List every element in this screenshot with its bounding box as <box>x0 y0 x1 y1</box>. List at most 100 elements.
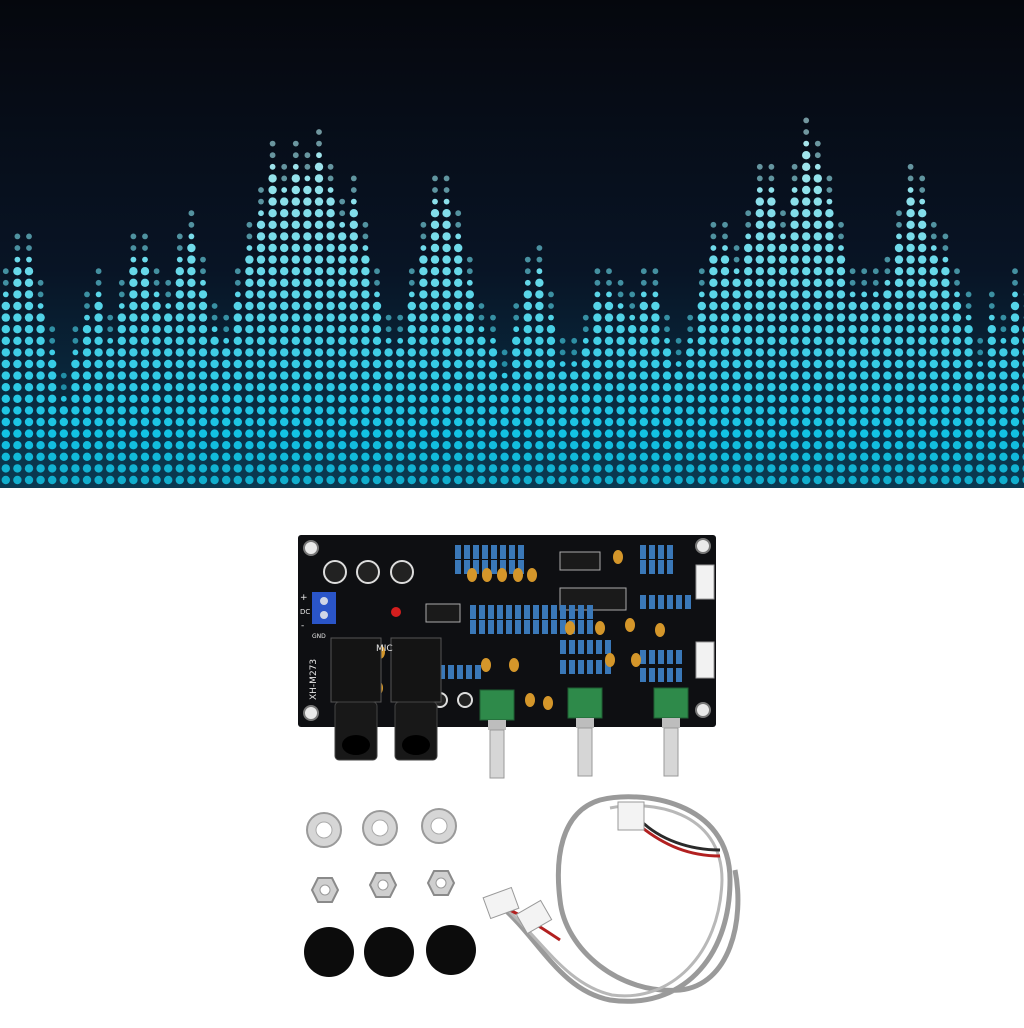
spectrum-dot <box>13 360 21 368</box>
spectrum-dot <box>605 418 613 426</box>
spectrum-dot <box>953 476 961 484</box>
potentiometer-1[interactable] <box>480 690 514 778</box>
spectrum-dot <box>373 476 381 484</box>
spectrum-dot <box>1011 441 1019 449</box>
knob-cap-icon <box>304 927 354 977</box>
spectrum-dot <box>409 280 415 286</box>
spectrum-dot <box>118 325 126 333</box>
spectrum-dot <box>187 302 195 310</box>
spectrum-dot <box>767 383 775 391</box>
spectrum-dot <box>686 429 694 437</box>
potentiometer-2[interactable] <box>568 688 602 776</box>
spectrum-dot <box>36 395 44 403</box>
spectrum-dot <box>872 476 880 484</box>
spectrum-dot <box>489 464 497 472</box>
spectrum-dot <box>119 303 125 309</box>
spectrum-dot <box>466 383 474 391</box>
spectrum-dot <box>744 418 752 426</box>
spectrum-dot <box>790 197 798 205</box>
spectrum-dot <box>802 267 810 275</box>
potentiometer-3[interactable] <box>654 688 688 776</box>
spectrum-dot <box>560 350 566 356</box>
spectrum-dot <box>71 418 79 426</box>
spectrum-dot <box>199 429 207 437</box>
spectrum-dot <box>605 383 613 391</box>
spectrum-dot <box>303 302 311 310</box>
spectrum-dot <box>745 210 751 216</box>
spectrum-dot <box>906 337 914 345</box>
spectrum-dot <box>547 453 555 461</box>
spectrum-dot <box>931 222 937 228</box>
spectrum-dot <box>698 395 706 403</box>
spectrum-dot <box>779 313 787 321</box>
spectrum-dot <box>165 292 171 298</box>
capacitor-icon <box>595 621 605 635</box>
spectrum-dot <box>558 453 566 461</box>
spectrum-dot <box>803 129 809 135</box>
spectrum-dot <box>351 199 357 205</box>
spectrum-dot <box>71 406 79 414</box>
spectrum-dot <box>96 292 102 298</box>
spectrum-dot <box>141 383 149 391</box>
spectrum-dot <box>756 360 764 368</box>
spectrum-dot <box>825 383 833 391</box>
spectrum-dot <box>593 302 601 310</box>
spectrum-dot <box>25 290 33 298</box>
spectrum-dot <box>628 429 636 437</box>
spectrum-dot <box>339 199 345 205</box>
spectrum-dot <box>525 257 531 263</box>
spectrum-dot <box>512 464 520 472</box>
spectrum-dot <box>2 348 10 356</box>
capacitor-icon <box>482 568 492 582</box>
spectrum-dot <box>895 255 903 263</box>
spectrum-dot <box>257 337 265 345</box>
spectrum-dot <box>953 453 961 461</box>
spectrum-dot <box>895 244 903 252</box>
spectrum-dot <box>547 348 555 356</box>
spectrum-dot <box>431 371 439 379</box>
spectrum-dot <box>164 360 172 368</box>
spectrum-dot <box>930 383 938 391</box>
spectrum-dot <box>25 371 33 379</box>
spectrum-dot <box>419 464 427 472</box>
spectrum-dot <box>292 302 300 310</box>
spectrum-dot <box>13 279 21 287</box>
spectrum-dot <box>442 244 450 252</box>
spectrum-dot <box>419 383 427 391</box>
spectrum-dot <box>906 453 914 461</box>
spectrum-dot <box>187 429 195 437</box>
spectrum-dot <box>419 290 427 298</box>
spectrum-dot <box>837 279 845 287</box>
spectrum-dot <box>873 280 879 286</box>
spectrum-dot <box>303 453 311 461</box>
pot-body-icon <box>654 688 688 718</box>
spectrum-dot <box>408 383 416 391</box>
spectrum-dot <box>930 464 938 472</box>
spectrum-dot <box>431 244 439 252</box>
spectrum-dot <box>767 279 775 287</box>
spectrum-dot <box>490 326 496 332</box>
spectrum-dot <box>931 234 937 240</box>
spectrum-dot <box>918 348 926 356</box>
spectrum-dot <box>2 371 10 379</box>
spectrum-dot <box>454 302 462 310</box>
spectrum-dot <box>25 279 33 287</box>
spectrum-dot <box>303 464 311 472</box>
spectrum-dot <box>502 361 508 367</box>
spectrum-dot <box>235 292 241 298</box>
jack-opening-icon <box>342 735 370 755</box>
spectrum-dot <box>257 476 265 484</box>
mic-label: MIC <box>376 644 393 654</box>
spectrum-dot <box>709 267 717 275</box>
spectrum-dot <box>326 395 334 403</box>
spectrum-dot <box>13 302 21 310</box>
spectrum-dot <box>524 290 532 298</box>
spectrum-dot <box>756 325 764 333</box>
spectrum-dot <box>744 302 752 310</box>
spectrum-dot <box>941 348 949 356</box>
spectrum-dot <box>606 292 612 298</box>
spectrum-dot <box>326 360 334 368</box>
spectrum-dot <box>36 429 44 437</box>
spectrum-dot <box>802 383 810 391</box>
spectrum-dot <box>767 360 775 368</box>
